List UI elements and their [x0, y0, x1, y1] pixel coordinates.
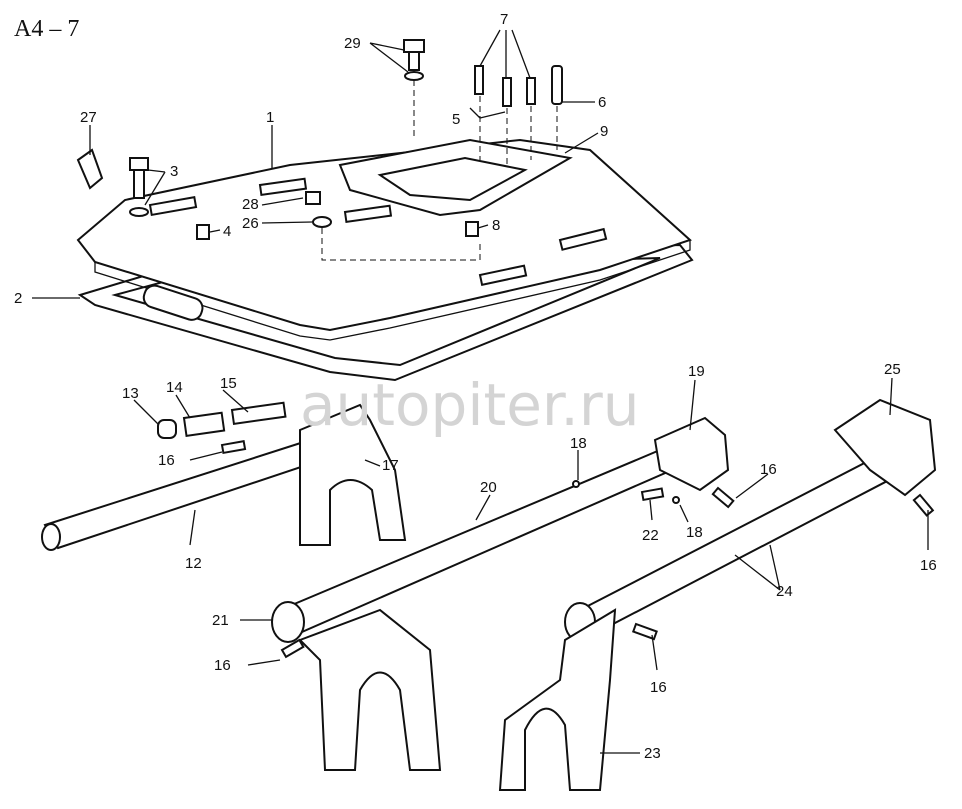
screw-16d: [631, 622, 658, 641]
callout-29: 29: [344, 35, 361, 52]
callout-16-block: 16: [760, 461, 777, 478]
callout-22: 22: [642, 527, 659, 544]
fork-21: [298, 608, 442, 771]
callout-15: 15: [220, 375, 237, 392]
callout-18-upper: 18: [570, 435, 587, 452]
callout-14: 14: [166, 379, 183, 396]
plug-8: [465, 221, 479, 237]
callout-23: 23: [644, 745, 661, 762]
callout-2: 2: [14, 290, 22, 307]
inner-plate: [377, 156, 528, 202]
plate-slots: [148, 177, 608, 286]
callout-9: 9: [600, 123, 608, 140]
callout-19: 19: [688, 363, 705, 380]
callout-8: 8: [492, 217, 500, 234]
callout-26: 26: [242, 215, 259, 232]
callout-16-fork23: 16: [650, 679, 667, 696]
callout-3: 3: [170, 163, 178, 180]
callout-25: 25: [884, 361, 901, 378]
callout-24: 24: [776, 583, 793, 600]
washer-26: [312, 216, 332, 228]
plug-28: [305, 191, 321, 205]
watermark: autopiter.ru: [300, 371, 639, 439]
callout-4: 4: [223, 223, 231, 240]
callout-16-fork21: 16: [214, 657, 231, 674]
plug-13: [157, 419, 177, 439]
callout-16-rod12: 16: [158, 452, 175, 469]
callout-17: 17: [382, 457, 399, 474]
callout-16-right: 16: [920, 557, 937, 574]
cover-plate: [76, 138, 692, 332]
callout-7: 7: [500, 11, 508, 28]
springs-7: [474, 65, 536, 107]
pin-22: [640, 487, 665, 502]
leader-lines: [32, 29, 929, 754]
screw-16b: [711, 486, 735, 509]
callout-28: 28: [242, 196, 259, 213]
bolt-3: [129, 157, 149, 217]
callout-1: 1: [266, 109, 274, 126]
plug-4: [196, 224, 210, 240]
callout-6: 6: [598, 94, 606, 111]
pin-15: [230, 401, 287, 425]
screw-16c: [912, 493, 935, 517]
fork-25: [833, 398, 937, 497]
block-19: [653, 416, 730, 492]
callout-12: 12: [185, 555, 202, 572]
fork-23: [498, 608, 617, 791]
diagram-title: A4 – 7: [14, 16, 79, 42]
callout-13: 13: [122, 385, 139, 402]
bracket-27: [76, 148, 104, 190]
shift-rod-12: [41, 438, 324, 551]
callout-27: 27: [80, 109, 97, 126]
callout-5: 5: [452, 111, 460, 128]
spring-14: [182, 411, 226, 437]
bolt-29: [403, 39, 425, 81]
callout-21: 21: [212, 612, 229, 629]
screw-16a: [220, 440, 247, 455]
callout-18-lower: 18: [686, 524, 703, 541]
screw-16e: [280, 638, 305, 659]
fork-17: [299, 403, 407, 546]
pin-6: [551, 65, 563, 105]
ball-18a: [572, 480, 580, 488]
ball-18b: [672, 496, 680, 504]
tube: [142, 284, 204, 321]
callout-20: 20: [480, 479, 497, 496]
